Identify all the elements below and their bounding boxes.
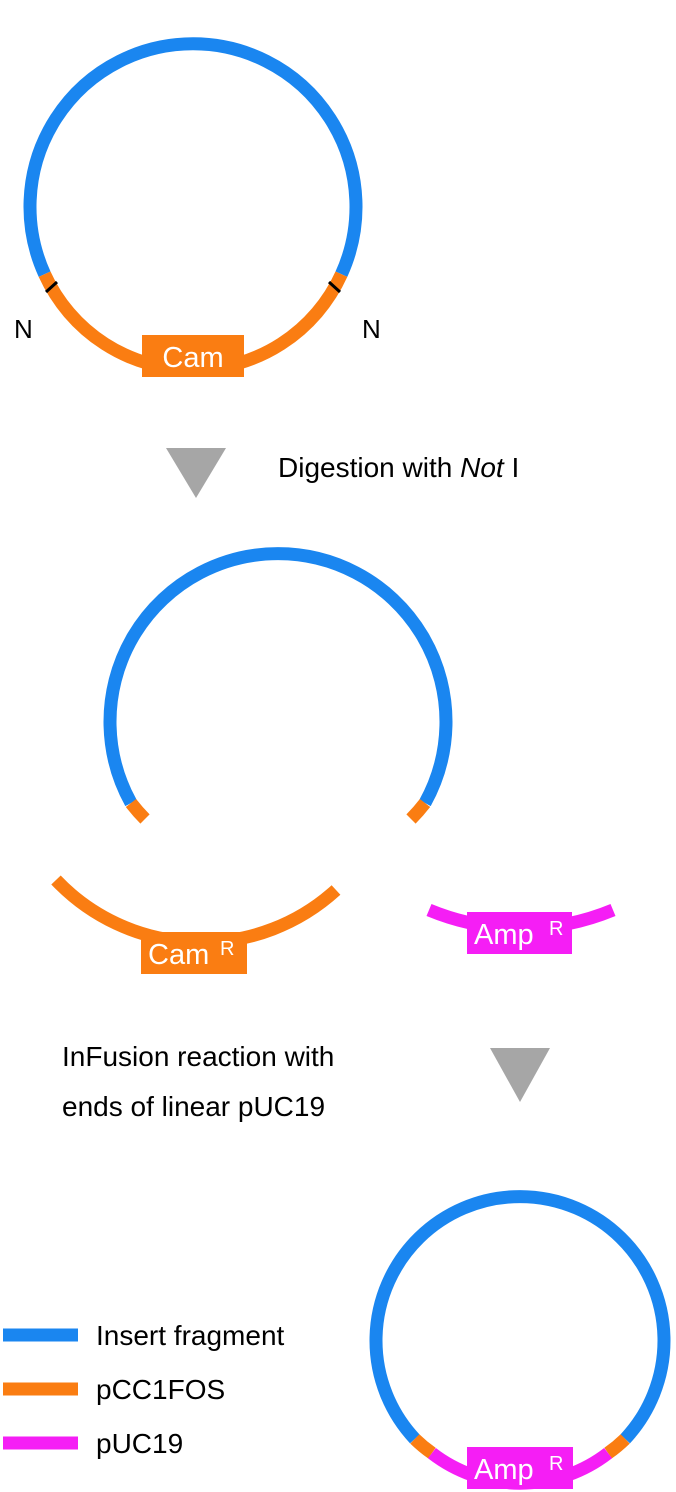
cam-marker-box (142, 335, 244, 377)
final-right-junction (604, 1434, 630, 1459)
notI-site-left-label: N (14, 314, 33, 344)
legend-label-puc19: pUC19 (96, 1428, 183, 1459)
final-ampR-label: Amp (474, 1454, 534, 1486)
step1-label: Digestion with Not I (278, 452, 519, 483)
final-insert-arc (369, 1190, 671, 1444)
notI-site-right-tick (327, 280, 342, 294)
final-ampR-box (467, 1447, 573, 1489)
legend-label-insert: Insert fragment (96, 1320, 285, 1351)
step2-arrow-icon (490, 1048, 550, 1102)
opened-plasmid (103, 547, 453, 824)
legend: Insert fragment pCC1FOS pUC19 (3, 1320, 285, 1459)
top-insert-arc (23, 37, 363, 277)
amp-fragment: Amp R (426, 903, 616, 954)
camR-marker-label: Cam (148, 939, 209, 971)
cam-marker-label: Cam (162, 342, 223, 374)
ampR-fragment-label: Amp (474, 919, 534, 951)
notI-site-right-label: N (362, 314, 381, 344)
ampR-fragment-box (467, 912, 572, 954)
top-plasmid: N N Cam (14, 37, 381, 377)
ampR-fragment-sup: R (549, 918, 563, 940)
final-ampR-sup: R (549, 1453, 563, 1475)
camR-marker-box (141, 932, 247, 974)
opened-left-end (125, 798, 150, 824)
step2-label-line1: InFusion reaction with (62, 1041, 334, 1072)
notI-site-left-tick (44, 280, 59, 294)
opened-insert-arc (103, 547, 453, 807)
step1-arrow-icon (166, 448, 226, 498)
opened-right-end (406, 798, 431, 824)
final-left-junction (410, 1434, 436, 1459)
camR-marker-sup: R (220, 938, 234, 960)
cam-fragment: Cam R (51, 875, 341, 974)
step2-label-line2: ends of linear pUC19 (62, 1091, 325, 1122)
legend-label-pcc1fos: pCC1FOS (96, 1374, 225, 1405)
final-plasmid: Amp R (369, 1190, 671, 1490)
